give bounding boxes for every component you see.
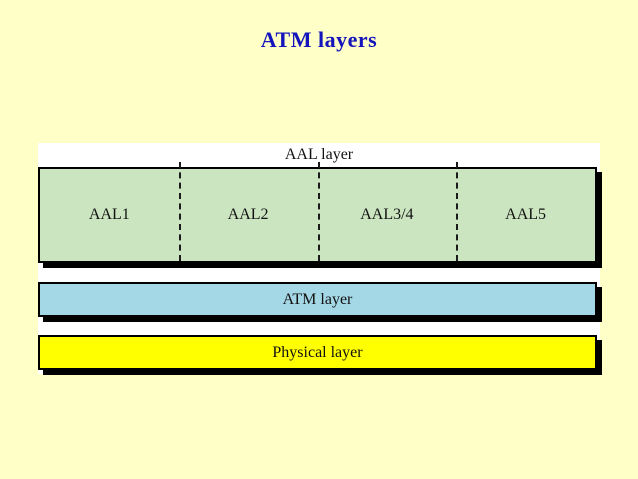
- atm-layers-diagram: AAL layer AAL1 AAL2 AAL3/4 AAL5 ATM laye…: [38, 143, 600, 374]
- aal34-label: AAL3/4: [360, 206, 414, 223]
- page-title: ATM layers: [260, 27, 378, 52]
- dashed-divider: [178, 162, 181, 261]
- aal2-label: AAL2: [227, 206, 269, 223]
- atm-layer-bar: ATM layer: [38, 282, 597, 317]
- dashed-divider: [317, 162, 320, 261]
- physical-layer-bar: Physical layer: [38, 335, 597, 370]
- aal-sublayer-cell-aal2: AAL2: [179, 169, 318, 261]
- physical-layer-label: Physical layer: [272, 343, 363, 361]
- aal-sublayers-box: AAL1 AAL2 AAL3/4 AAL5: [38, 162, 597, 263]
- atm-layer-label: ATM layer: [282, 290, 353, 308]
- aal-sublayer-cell-aal5: AAL5: [456, 169, 595, 261]
- aal-layer-label: AAL layer: [284, 146, 354, 163]
- aal-sublayer-cell-aal1: AAL1: [40, 169, 179, 261]
- aal1-label: AAL1: [88, 206, 130, 223]
- aal-sublayer-cell-aal34: AAL3/4: [318, 169, 457, 261]
- aal5-label: AAL5: [505, 206, 547, 223]
- dashed-divider: [456, 162, 459, 261]
